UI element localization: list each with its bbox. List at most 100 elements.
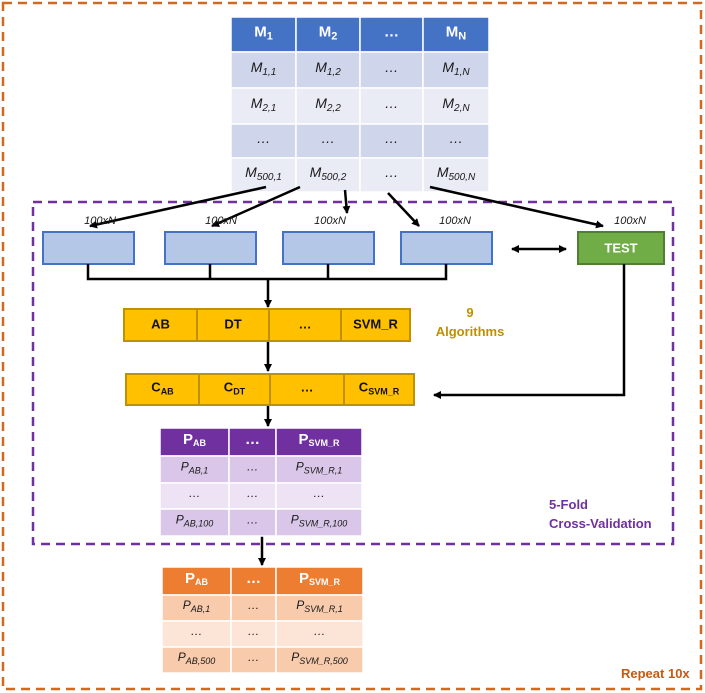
algorithms-count: 9 <box>466 305 473 320</box>
split-arrows <box>89 185 604 229</box>
classifier-label: CDT <box>224 380 246 397</box>
result-cell <box>230 646 277 674</box>
train-fold-box <box>42 231 135 265</box>
result-header-cell <box>230 566 277 596</box>
test-fold-label: TEST <box>604 240 637 255</box>
prediction-cell <box>275 508 363 537</box>
prediction-cell-label: … <box>189 486 201 500</box>
result-cell-label: PSVM_R,1 <box>296 598 343 614</box>
repeat-label: Repeat 10x <box>621 666 690 681</box>
result-cell-label: … <box>248 650 260 664</box>
result-cell <box>275 646 364 674</box>
result-cell-label: … <box>248 624 260 638</box>
result-cell <box>230 620 277 648</box>
matrix-cell <box>422 123 490 159</box>
matrix-cell-label: M1,1 <box>251 59 277 78</box>
train-fold-box <box>282 231 375 265</box>
prediction-cell <box>275 455 363 484</box>
result-cell-label: PAB,1 <box>183 598 211 614</box>
predictions-table: PAB … PSVM_R PAB,1 … PSVM_R,1 … … … PAB,100 … PSVM_… <box>159 427 363 537</box>
matrix-cell-label: … <box>321 130 335 146</box>
matrix-cell <box>295 157 361 193</box>
matrix-header-label: … <box>384 23 399 40</box>
prediction-cell-label: PAB,1 <box>181 460 209 476</box>
classifier-label: CSVM_R <box>359 380 400 397</box>
matrix-header-label: M2 <box>319 23 338 42</box>
folds-row: 100xN 100xN 100xN 100xN 100xN TEST <box>42 215 665 265</box>
matrix-cell <box>359 51 424 89</box>
prediction-cell-label: … <box>247 513 259 527</box>
prediction-cell-label: PAB,100 <box>176 513 214 529</box>
algorithm-box <box>123 308 411 342</box>
classifier-label: CAB <box>151 380 174 397</box>
matrix-cell-label: M1,N <box>442 59 470 78</box>
matrix-cell-label: … <box>385 130 399 146</box>
fold-size-label: 100xN <box>84 215 116 227</box>
matrix-cell-label: … <box>385 164 399 180</box>
algorithms-label: Algorithms <box>436 324 505 339</box>
prediction-cell-label: PSVM_R,1 <box>296 460 343 476</box>
result-cell-label: … <box>314 624 326 638</box>
matrix-cell-label: M500,1 <box>245 164 282 183</box>
matrix-cell <box>359 157 424 193</box>
fold-size-label: 100xN <box>205 215 237 227</box>
algorithm-label: AB <box>151 316 170 331</box>
matrix-cell-label: … <box>449 130 463 146</box>
cv-label-line1: 5-Fold <box>549 497 588 512</box>
matrix-cell <box>295 123 361 159</box>
prediction-cell <box>228 508 277 537</box>
prediction-header-cell <box>159 427 230 457</box>
flow-connectors <box>86 245 626 566</box>
result-cell-label: PSVM_R,500 <box>291 650 348 666</box>
matrix-cell <box>422 87 490 125</box>
data-matrix-table: M1 M2 … MN M1,1 M1,2 … M1,N M2,1 M2,2 … M2,N … … … … M50… <box>230 16 490 193</box>
prediction-cell-label: … <box>247 486 259 500</box>
matrix-cell-label: M2,N <box>442 95 470 114</box>
algorithm-label: SVM_R <box>353 316 398 331</box>
matrix-cell <box>230 123 297 159</box>
test-fold-box <box>577 231 665 265</box>
algorithm-label: DT <box>224 316 241 331</box>
algorithms-bar: AB DT … SVM_R <box>123 308 411 342</box>
train-fold-box <box>400 231 493 265</box>
prediction-header-label: PAB <box>183 431 207 448</box>
result-cell <box>161 594 232 622</box>
prediction-header-label: PSVM_R <box>298 431 340 448</box>
matrix-cell-label: M500,2 <box>310 164 347 183</box>
result-header-label: PSVM_R <box>299 570 341 587</box>
fold-size-label: 100xN <box>314 215 346 227</box>
result-cell <box>161 620 232 648</box>
matrix-cell-label: … <box>385 59 399 75</box>
matrix-header-label: MN <box>446 23 467 42</box>
algorithm-label: … <box>299 316 312 331</box>
prediction-cell-label: … <box>313 486 325 500</box>
matrix-cell-label: M1,2 <box>315 59 341 78</box>
result-header-label: … <box>246 570 261 587</box>
fold-size-label: 100xN <box>439 215 471 227</box>
prediction-cell-label: … <box>247 460 259 474</box>
results-table: PAB … PSVM_R PAB,1 … PSVM_R,1 … … … PAB,500 … PSVM_… <box>161 566 364 674</box>
prediction-cell <box>275 482 363 510</box>
prediction-header-label: … <box>245 431 260 448</box>
matrix-cell-label: … <box>257 130 271 146</box>
fold-size-label: 100xN <box>614 215 646 227</box>
matrix-cell-label: M2,2 <box>315 95 341 114</box>
matrix-cell-label: M2,1 <box>251 95 277 114</box>
result-cell-label: PAB,500 <box>178 650 216 666</box>
matrix-cell-label: … <box>385 95 399 111</box>
prediction-cell-label: PSVM_R,100 <box>291 513 348 529</box>
classifier-label: … <box>301 380 314 395</box>
result-cell-label: … <box>191 624 203 638</box>
cv-label-line2: Cross-Validation <box>549 516 652 531</box>
cv-frame <box>31 200 675 546</box>
result-header-label: PAB <box>185 570 209 587</box>
train-fold-box <box>164 231 257 265</box>
matrix-cell <box>422 157 490 193</box>
matrix-cell <box>295 87 361 125</box>
result-cell-label: … <box>248 598 260 612</box>
matrix-header-label: M1 <box>254 23 273 42</box>
matrix-cell <box>295 51 361 89</box>
classifiers-bar: CAB CDT … CSVM_R <box>125 373 415 406</box>
